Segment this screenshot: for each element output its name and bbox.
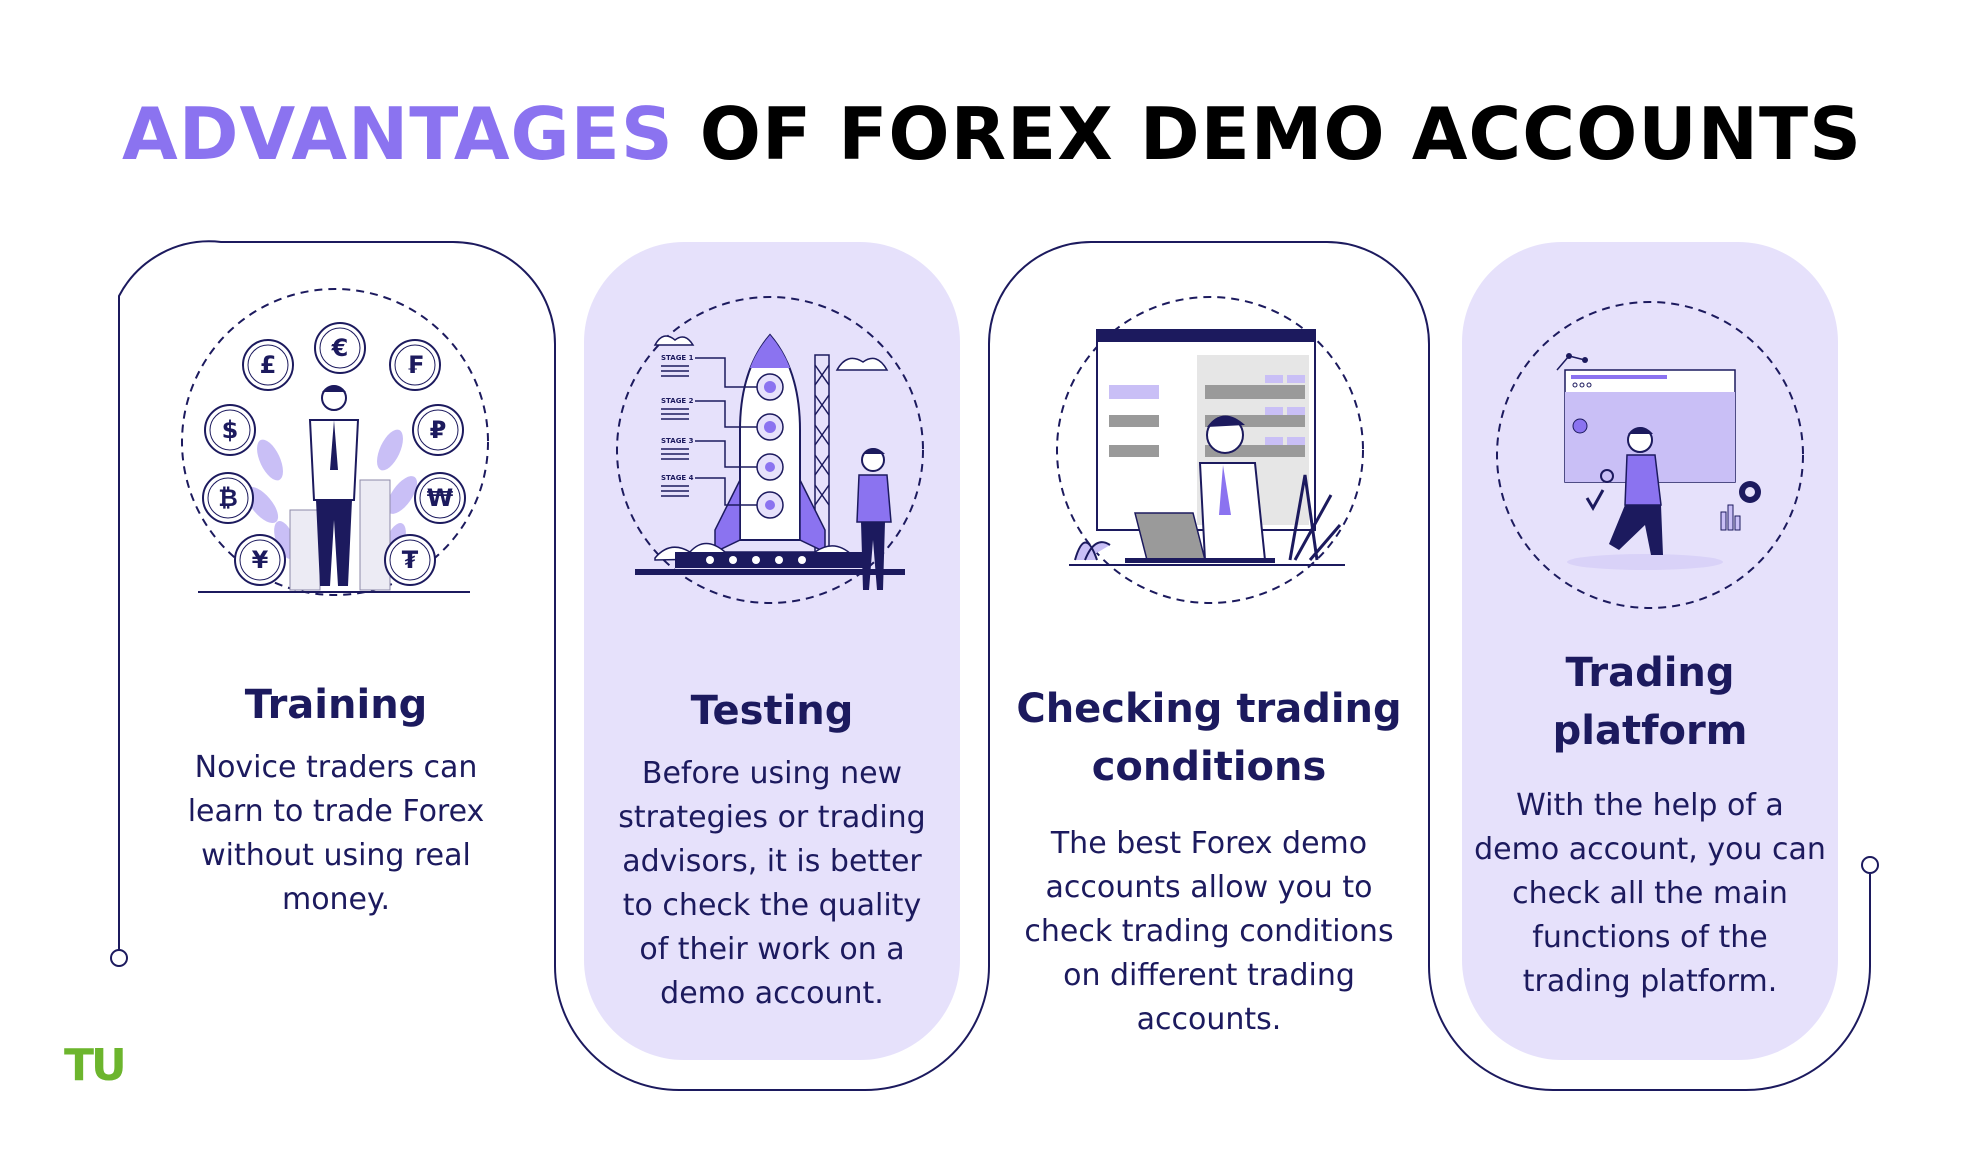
svg-text:¥: ¥ bbox=[252, 546, 269, 574]
coin-pound-icon: £ bbox=[242, 339, 294, 391]
connector-end-dot bbox=[1861, 856, 1879, 874]
svg-text:STAGE 2: STAGE 2 bbox=[661, 397, 694, 405]
page-title: ADVANTAGES OF FOREX DEMO ACCOUNTS bbox=[0, 92, 1984, 176]
checking-conditions-illustration bbox=[1056, 296, 1364, 604]
svg-text:₩: ₩ bbox=[427, 484, 454, 512]
svg-text:£: £ bbox=[260, 351, 277, 379]
card-platform-background bbox=[1462, 242, 1838, 1060]
card-description: The best Forex demo accounts allow you t… bbox=[1024, 826, 1394, 1037]
svg-text:€: € bbox=[331, 334, 349, 362]
svg-text:₣: ₣ bbox=[407, 351, 424, 379]
card-connector-line bbox=[118, 240, 1871, 1091]
svg-text:STAGE 1: STAGE 1 bbox=[661, 354, 694, 362]
svg-text:$: $ bbox=[222, 416, 239, 444]
svg-text:STAGE 4: STAGE 4 bbox=[661, 474, 694, 482]
coin-franc-icon: ₣ bbox=[389, 339, 441, 391]
coin-euro-icon: € bbox=[314, 322, 366, 374]
card-title: Testing bbox=[690, 688, 854, 734]
svg-text:₽: ₽ bbox=[430, 416, 447, 444]
card-testing-background bbox=[584, 242, 960, 1060]
card-description: Before using new strategies or trading a… bbox=[618, 756, 926, 1011]
card-description: With the help of a demo account, you can… bbox=[1474, 788, 1826, 999]
coin-ruble-icon: ₽ bbox=[412, 404, 464, 456]
card-title: Training bbox=[244, 682, 428, 728]
card-testing: Testing Before using new strategies or t… bbox=[604, 682, 940, 1016]
svg-text:₮: ₮ bbox=[402, 546, 419, 574]
card-title: Checking trading conditions bbox=[1016, 686, 1402, 790]
trading-platform-illustration bbox=[1496, 301, 1804, 609]
card-trading-platform: Trading platform With the help of a demo… bbox=[1474, 644, 1826, 1004]
card-description: Novice traders can learn to trade Forex … bbox=[187, 750, 485, 917]
card-training: Training Novice traders can learn to tra… bbox=[166, 676, 506, 922]
rocket-stage-labels: STAGE 1 STAGE 2 STAGE 3 STAGE 4 bbox=[661, 354, 694, 482]
coin-won-icon: ₩ bbox=[414, 472, 466, 524]
gear-icon bbox=[1739, 481, 1761, 503]
title-rest: OF FOREX DEMO ACCOUNTS bbox=[699, 92, 1862, 176]
svg-text:₿: ₿ bbox=[218, 484, 238, 512]
testing-illustration: STAGE 1 STAGE 2 STAGE 3 STAGE 4 bbox=[616, 296, 924, 604]
bar-chart-icon bbox=[1720, 504, 1741, 531]
svg-text:STAGE 3: STAGE 3 bbox=[661, 437, 694, 445]
card-checking-conditions: Checking trading conditions The best For… bbox=[1010, 680, 1408, 1042]
connector-start-dot bbox=[110, 949, 128, 967]
card-title: Trading platform bbox=[1552, 650, 1748, 754]
coin-bitcoin-icon: ₿ bbox=[202, 472, 254, 524]
coin-yen-icon: ¥ bbox=[234, 534, 286, 586]
coin-dollar-icon: $ bbox=[204, 404, 256, 456]
title-accent: ADVANTAGES bbox=[122, 92, 674, 176]
coin-tugrik-icon: ₮ bbox=[384, 534, 436, 586]
currency-coins: £ € ₣ $ ₽ ₿ ₩ ¥ ₮ bbox=[202, 322, 466, 586]
training-illustration: £ € ₣ $ ₽ ₿ ₩ ¥ ₮ bbox=[181, 288, 489, 596]
brand-logo: TU bbox=[64, 1040, 127, 1091]
